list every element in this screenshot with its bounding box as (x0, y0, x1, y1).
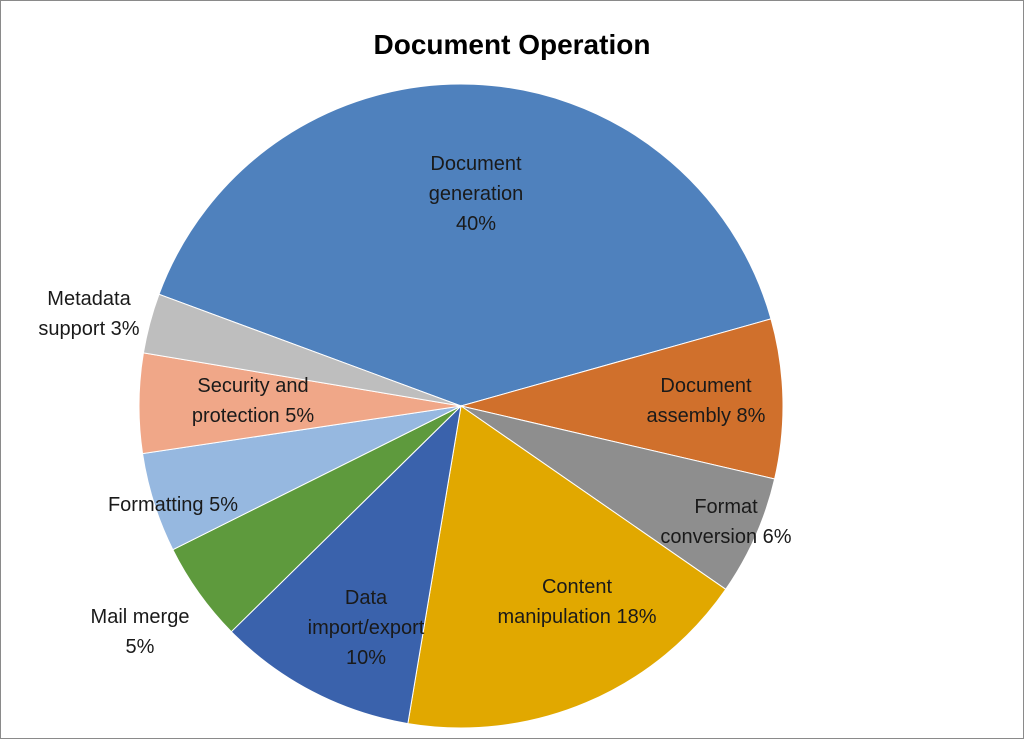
pie-slice-document-assembly (460, 318, 784, 480)
label-content-manipulation: Content manipulation 18% (497, 576, 657, 628)
pie-slice-metadata-support (142, 293, 462, 407)
label-formatting: Formatting 5% (107, 494, 239, 516)
label-metadata-support: Metadata support 3% (38, 288, 140, 340)
label-data-import-export: Data import/export 10% (307, 587, 425, 669)
pie-slice-document-generation (158, 83, 772, 407)
label-document-generation: Document generation 40% (428, 153, 524, 235)
label-mail-merge: Mail merge 5% (90, 606, 190, 658)
pie-slice-format-conversion (460, 405, 776, 591)
pie-slice-data-import-export (230, 404, 462, 725)
label-security-protection: Security and protection 5% (191, 375, 315, 427)
label-format-conversion: Format conversion 6% (660, 496, 792, 548)
pie-slice-content-manipulation (407, 405, 727, 729)
chart-title: Document Operation (373, 29, 651, 60)
label-document-assembly: Document assembly 8% (646, 375, 766, 427)
